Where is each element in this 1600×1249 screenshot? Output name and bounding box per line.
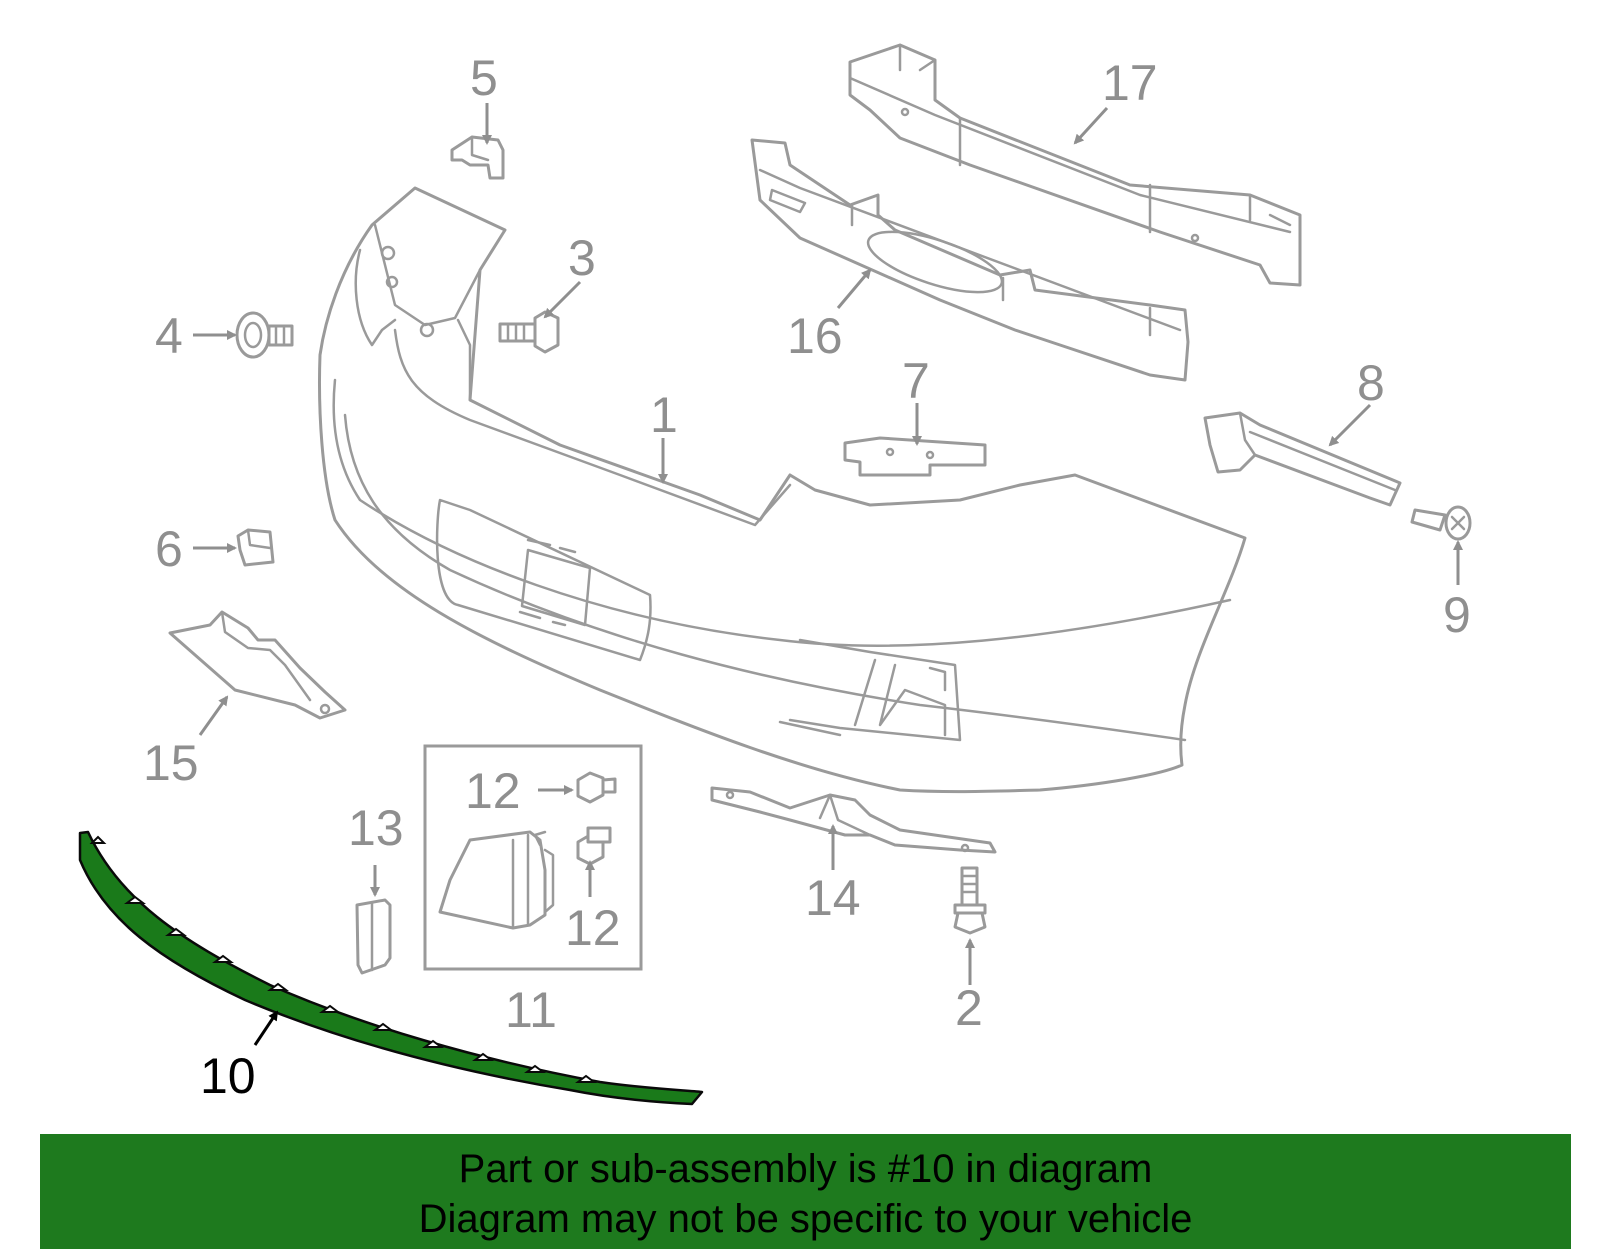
callout-2: 2 bbox=[955, 980, 983, 1036]
callout-16: 16 bbox=[787, 308, 843, 364]
banner-line-2: Diagram may not be specific to your vehi… bbox=[418, 1197, 1193, 1241]
callout-5: 5 bbox=[470, 50, 498, 106]
part-13-trim bbox=[355, 898, 392, 975]
leader-arrows bbox=[193, 103, 1463, 1046]
part-9-screw bbox=[1410, 505, 1472, 541]
callout-8: 8 bbox=[1357, 355, 1385, 411]
part-15-bracket bbox=[168, 610, 347, 720]
callout-9: 9 bbox=[1443, 587, 1471, 643]
callout-labels: 5 3 4 17 16 1 7 8 9 6 15 13 12 12 11 14 … bbox=[143, 50, 1471, 1104]
info-banner: Part or sub-assembly is #10 in diagram D… bbox=[40, 1134, 1571, 1249]
part-4-nut bbox=[235, 311, 294, 359]
callout-1: 1 bbox=[650, 387, 678, 443]
part-7-bracket bbox=[843, 436, 987, 477]
part-10-lower-molding-highlighted bbox=[78, 830, 704, 1106]
callout-11: 11 bbox=[505, 982, 557, 1038]
part-11-assembly-box bbox=[423, 744, 643, 971]
callout-12b: 12 bbox=[565, 900, 621, 956]
callout-13: 13 bbox=[348, 800, 404, 856]
part-14-lower-bracket bbox=[710, 786, 997, 854]
callout-7: 7 bbox=[902, 353, 930, 409]
part-2-bolt bbox=[953, 866, 987, 935]
part-3-bolt bbox=[498, 310, 560, 354]
callout-4: 4 bbox=[155, 308, 183, 364]
callout-17: 17 bbox=[1102, 55, 1158, 111]
part-1-bumper-cover bbox=[318, 186, 1247, 794]
callout-12a: 12 bbox=[465, 763, 521, 819]
callout-15: 15 bbox=[143, 735, 199, 791]
part-5-clip bbox=[450, 135, 505, 180]
banner-line-1: Part or sub-assembly is #10 in diagram bbox=[458, 1147, 1153, 1191]
part-10-clip-tabs bbox=[89, 835, 597, 1083]
callout-10: 10 bbox=[200, 1048, 256, 1104]
part-6-clip bbox=[236, 528, 275, 567]
callout-6: 6 bbox=[155, 521, 183, 577]
part-16-energy-absorber bbox=[750, 138, 1190, 382]
callout-14: 14 bbox=[805, 870, 861, 926]
part-17-reinforcement-beam bbox=[848, 43, 1302, 287]
callout-3: 3 bbox=[568, 230, 596, 286]
part-8-side-bracket bbox=[1203, 411, 1402, 507]
